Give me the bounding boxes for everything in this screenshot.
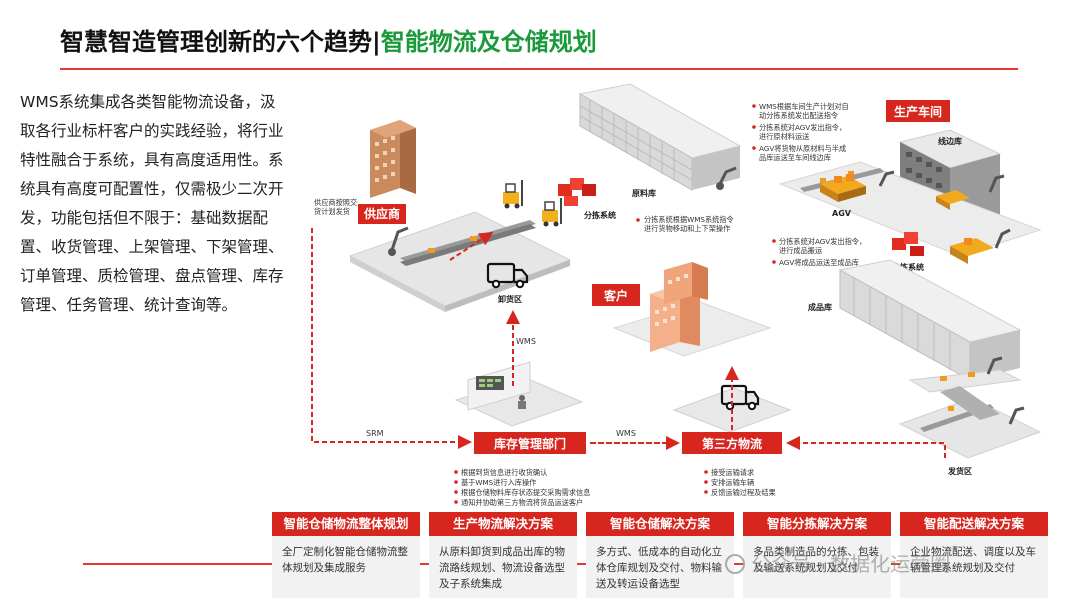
workshop-note-2: 动分拣系统发出配送指令 [759,111,838,120]
third-party-note-2: 安排运输车辆 [711,478,754,487]
solution-card: 智能配送解决方案 企业物流配送、调度以及车辆管理系统规划及交付 [900,512,1048,598]
inventory-note-1: 根据到货信息进行收货确认 [461,468,547,477]
workshop-note-3: 分拣系统对AGV发出指令， [759,123,846,132]
card-body: 多品类制造品的分拣、包装及输送系统规划及交付 [743,536,891,598]
third-party-note-1: 接受运输请求 [711,468,754,477]
customer-building-icon [612,262,772,357]
sorting-note-2-line-1: 分拣系统对AGV发出指令， [779,237,866,246]
sorting-system-icon [892,232,924,256]
card-title: 智能仓储解决方案 [586,512,734,536]
finished-store-label: 成品库 [808,302,832,312]
card-title: 生产物流解决方案 [429,512,577,536]
intro-paragraph: WMS系统集成各类智能物流设备，汲取各行业标杆客户的实践经验，将行业特性融合于系… [20,93,284,314]
solution-card: 智能分拣解决方案 多品类制造品的分拣、包装及输送系统规划及交付 [743,512,891,598]
sorting-note-1-line-1: 分拣系统根据WMS系统指令 [644,215,734,224]
inventory-dept-box [474,432,586,454]
raw-material-store-label: 原料库 [632,188,656,198]
workshop-note-5: AGV将货物从原材料与半成 [759,144,846,153]
unloading-platform [348,211,572,312]
unloading-area-label: 卸货区 [498,294,522,304]
shipping-platform [898,386,1042,459]
supplier-note-1: 供应商按照交 [314,198,357,207]
workshop-note-1: WMS根据车间生产计划对自 [759,102,849,111]
inventory-note-2: 基于WMS进行入库操作 [461,478,536,487]
sorting-notes-2: 分拣系统对AGV发出指令， 进行成品搬运 AGV将成品运送至成品库 [772,237,866,267]
supplier-label-box [358,204,406,224]
sorting-note-2-line-3: AGV将成品运送至成品库 [779,258,859,267]
solution-card: 智能仓储解决方案 多方式、低成本的自动化立体仓库规划及交付、物料输送及转运设备选… [586,512,734,598]
wms-label-2: WMS [616,429,636,438]
third-party-box [682,432,782,454]
wechat-icon [725,554,745,574]
logistics-flow-diagram: 供应商 供应商按照交 货计划发货 卸货区 [300,80,1060,530]
watermark: 公众号 · 数据化运营圈 [725,548,950,577]
forklift-icon [542,198,562,227]
third-party-note-3: 反馈运输过程及结果 [711,488,776,497]
wms-label-1: WMS [516,337,536,346]
bullet-dot [636,218,640,222]
solution-card: 生产物流解决方案 从原料卸货到成品出库的物流路线规划、物流设备选型及子系统集成 [429,512,577,598]
workshop-label-box [886,100,950,122]
inventory-office-icon [454,361,584,427]
customer-label-box [592,284,640,306]
card-title: 智能配送解决方案 [900,512,1048,536]
delivery-truck-icon [486,262,529,289]
sorting-note-1-line-2: 进行货物移动和上下架操作 [644,224,730,233]
inventory-note-3: 根据仓储物料库存状态提交采购需求信息 [461,488,590,497]
line-side-store-label: 线边库 [938,136,962,146]
inventory-notes: 根据到货信息进行收货确认 基于WMS进行入库操作 根据仓储物料库存状态提交采购需… [454,468,590,507]
workshop-note-6: 品库运送至车间线边库 [759,153,831,162]
shipping-area-label: 发货区 [947,466,972,476]
title-accent: 智能物流及仓储规划 [380,28,597,56]
card-body: 从原料卸货到成品出库的物流路线规划、物流设备选型及子系统集成 [429,536,577,598]
sorting-system-icon [558,178,596,206]
workshop-notes: WMS根据车间生产计划对自 动分拣系统发出配送指令 分拣系统对AGV发出指令， … [752,102,849,162]
workshop-note-4: 进行原材料运送 [759,132,809,141]
robot-arm-icon [994,228,1011,249]
customer-label: 客户 [603,288,628,303]
workshop-label: 生产车间 [894,104,942,119]
agv-icon [950,238,994,264]
title-divider [60,68,1018,70]
agv-icon [936,190,970,210]
card-title: 智能分拣解决方案 [743,512,891,536]
finished-goods-warehouse [838,259,1022,393]
page-title: 智慧智造管理创新的六个趋势|智能物流及仓储规划 [60,22,597,57]
sorting-note-2-line-2: 进行成品搬运 [779,246,822,255]
card-body: 多方式、低成本的自动化立体仓库规划及交付、物料输送及转运设备选型 [586,536,734,598]
card-body: 企业物流配送、调度以及车辆管理系统规划及交付 [900,536,1048,598]
watermark-text: 公众号 · 数据化运营圈 [751,552,951,576]
raw-material-warehouse [578,83,742,191]
card-title: 智能仓储物流整体规划 [272,512,420,536]
title-main: 智慧智造管理创新的六个趋势| [60,28,381,56]
inventory-note-4: 通知并协助第三方物流将货品运送客户 [461,498,583,507]
agv-label: AGV [832,209,852,218]
forklift-icon [503,180,523,209]
supplier-building-icon [370,120,416,198]
solution-card: 智能仓储物流整体规划 全厂定制化智能仓储物流整体规划及集成服务 [272,512,420,598]
solution-cards: 智能仓储物流整体规划 全厂定制化智能仓储物流整体规划及集成服务 生产物流解决方案… [272,512,1052,602]
agv-icon [820,174,866,202]
third-party-notes: 接受运输请求 安排运输车辆 反馈运输过程及结果 [704,468,776,497]
supplier-note-2: 货计划发货 [314,207,350,216]
sorting-system-1-label: 分拣系统 [584,210,616,220]
sorting-system-2-label: 分拣系统 [892,262,924,272]
inventory-dept-label: 库存管理部门 [494,436,566,451]
srm-label: SRM [366,429,384,438]
flow-arrows [311,228,946,458]
card-body: 全厂定制化智能仓储物流整体规划及集成服务 [272,536,420,598]
supplier-label: 供应商 [363,206,400,221]
third-party-label: 第三方物流 [702,436,762,451]
